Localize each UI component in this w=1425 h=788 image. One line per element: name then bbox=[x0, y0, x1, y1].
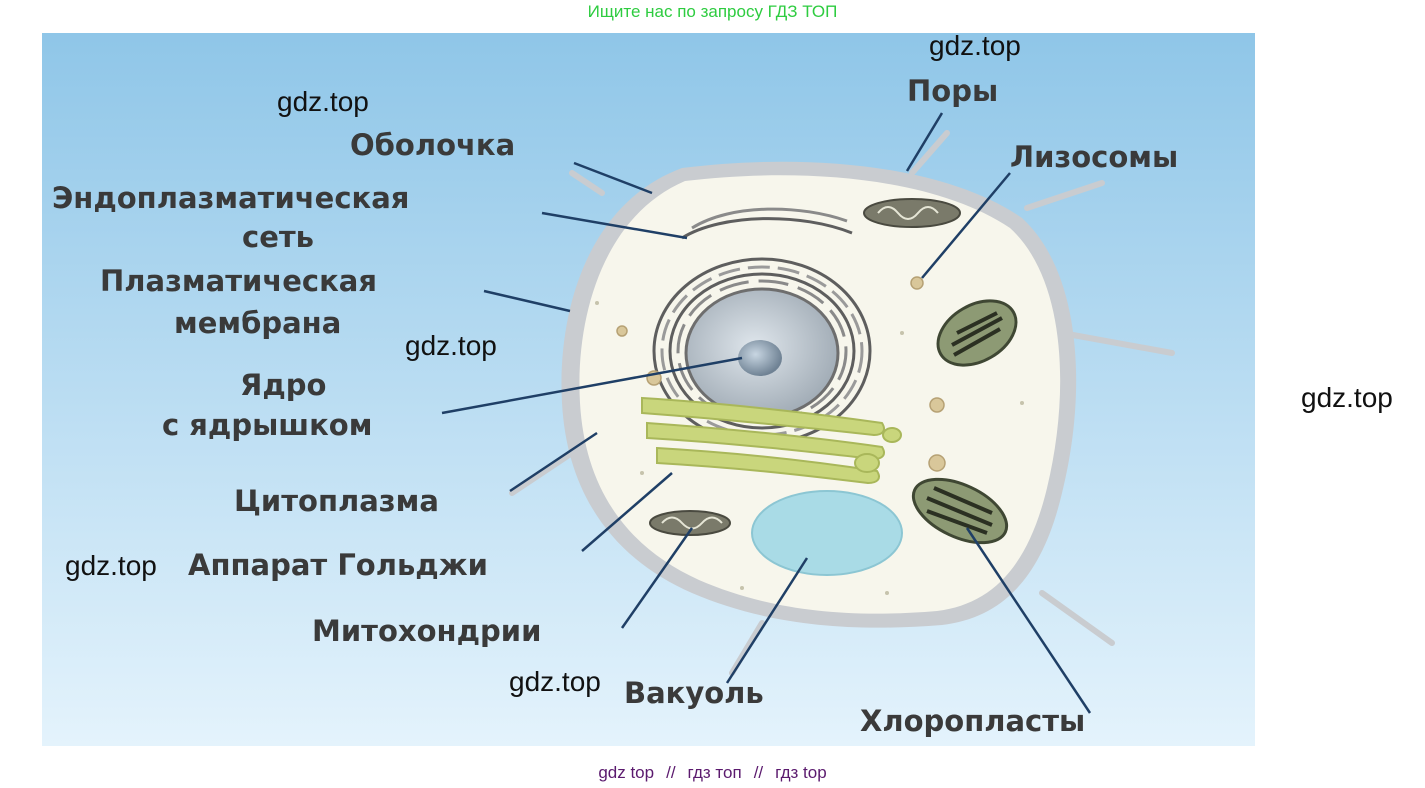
label-plasma-line2: мембрана bbox=[174, 306, 341, 340]
cell-wall-junctions bbox=[509, 130, 1175, 676]
plant-cell-diagram: Оболочка Эндоплазматическая сеть Плазмат… bbox=[42, 33, 1255, 746]
watermark-text: gdz.top bbox=[1301, 382, 1393, 413]
mitochondria bbox=[649, 198, 961, 536]
label-plasma-line1: Плазматическая bbox=[100, 264, 377, 298]
label-pores: Поры bbox=[907, 74, 998, 108]
label-mitochondria: Митохондрии bbox=[312, 614, 541, 648]
cytoplasm-granules bbox=[595, 301, 1024, 595]
watermark-text: gdz.top bbox=[405, 330, 497, 361]
footer-separator: // bbox=[753, 763, 764, 782]
label-vacuole: Вакуоль bbox=[624, 676, 764, 710]
vacuole bbox=[751, 490, 903, 576]
top-banner: Ищите нас по запросу ГДЗ ТОП bbox=[587, 2, 838, 21]
label-er-line2: сеть bbox=[242, 220, 314, 254]
nucleolus bbox=[738, 340, 782, 376]
plant-cell-illustration: Оболочка Эндоплазматическая сеть Плазмат… bbox=[42, 33, 1255, 746]
watermark-text: gdz.top bbox=[65, 550, 157, 581]
label-lysosomes: Лизосомы bbox=[1010, 140, 1178, 174]
label-cytoplasm: Цитоплазма bbox=[234, 484, 439, 518]
footer-link-gdz-top-ru[interactable]: гдз топ bbox=[687, 763, 742, 782]
label-er-line1: Эндоплазматическая bbox=[52, 181, 409, 215]
label-nucleus-line1: Ядро bbox=[240, 368, 326, 402]
label-nucleus-line2: с ядрышком bbox=[162, 408, 372, 442]
label-membrane-outer: Оболочка bbox=[350, 128, 515, 162]
chloroplasts bbox=[911, 299, 1018, 545]
golgi-apparatus bbox=[641, 396, 902, 485]
watermark-text: gdz.top bbox=[277, 86, 369, 117]
footer-link-gdz-top-mixed[interactable]: гдз top bbox=[775, 763, 827, 782]
watermark-text: gdz.top bbox=[929, 30, 1021, 61]
footer-links: gdz top // гдз топ // гдз top bbox=[0, 760, 1425, 786]
label-chloroplasts: Хлоропласты bbox=[860, 704, 1085, 738]
leader-lines bbox=[441, 112, 1092, 714]
watermark-text: gdz.top bbox=[509, 666, 601, 697]
label-golgi: Аппарат Гольджи bbox=[188, 548, 488, 582]
footer-separator: // bbox=[666, 763, 676, 782]
footer-link-gdz-top[interactable]: gdz top bbox=[598, 763, 655, 782]
